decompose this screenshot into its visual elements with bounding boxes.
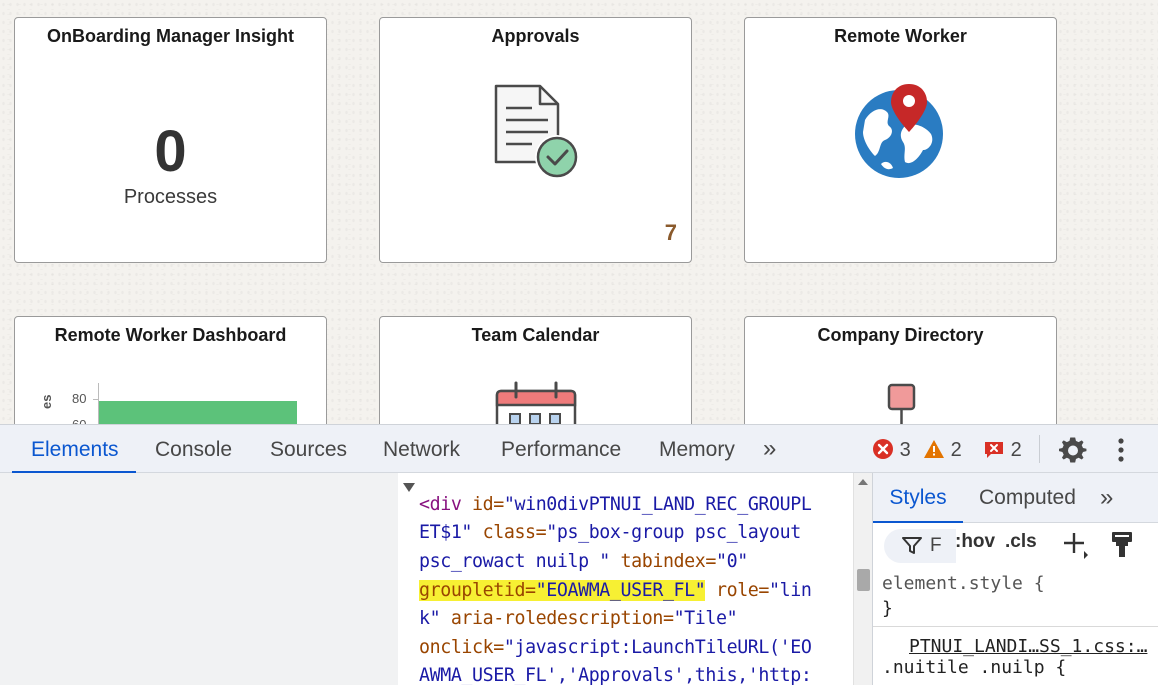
dom-node-line[interactable]: onclick="javascript:LaunchTileURL('EO bbox=[419, 637, 812, 658]
gear-icon[interactable] bbox=[1059, 436, 1087, 464]
tile-title: Remote Worker Dashboard bbox=[54, 325, 287, 345]
error-count-button[interactable]: 3 bbox=[872, 438, 911, 462]
tile-company-directory[interactable]: Company Directory bbox=[744, 316, 1057, 424]
filter-placeholder: F bbox=[930, 535, 942, 556]
styles-toolbar: F :hov .cls bbox=[873, 523, 1158, 567]
class-toggle[interactable]: .cls bbox=[1005, 531, 1037, 552]
tile-remote-worker[interactable]: Remote Worker bbox=[744, 17, 1057, 263]
tile-team-calendar[interactable]: Team Calendar bbox=[379, 316, 692, 424]
scroll-up-arrow-icon[interactable] bbox=[858, 479, 868, 485]
highlighted-attribute: groupletid="EOAWMA_USER_FL" bbox=[419, 580, 706, 601]
dom-node-line[interactable]: psc_rowact nuilp " tabindex="0" bbox=[419, 551, 748, 572]
issues-count: 2 bbox=[1010, 439, 1022, 461]
active-tab-indicator bbox=[12, 471, 136, 473]
process-label: Processes bbox=[123, 186, 218, 208]
chart-bar bbox=[99, 401, 297, 424]
devtools-tab-bar: Elements Console Sources Network Perform… bbox=[0, 425, 1158, 473]
tile-title: Remote Worker bbox=[834, 26, 967, 46]
tab-console[interactable]: Console bbox=[155, 438, 233, 461]
warning-count: 2 bbox=[950, 439, 962, 461]
tab-performance[interactable]: Performance bbox=[501, 438, 622, 461]
document-check-icon bbox=[494, 84, 579, 179]
tile-title: Company Directory bbox=[817, 325, 984, 345]
hover-state-toggle[interactable]: :hov bbox=[955, 531, 996, 552]
styles-tab-bar: Styles Computed » bbox=[873, 473, 1158, 523]
chart-axis bbox=[98, 383, 99, 424]
dom-node-line[interactable]: AWMA_USER_FL','Approvals',this,'http: bbox=[419, 665, 812, 685]
tab-memory[interactable]: Memory bbox=[659, 438, 735, 461]
tab-label: Elements bbox=[31, 438, 119, 461]
vertical-scrollbar[interactable] bbox=[853, 473, 872, 685]
tile-remote-worker-dashboard[interactable]: Remote Worker Dashboard es 80 60 bbox=[14, 316, 327, 424]
tab-label: Styles bbox=[889, 486, 947, 509]
dom-node-line[interactable]: <div id="win0divPTNUI_LAND_REC_GROUPL bbox=[419, 494, 812, 515]
dom-tree[interactable]: <div id="win0divPTNUI_LAND_REC_GROUPL ET… bbox=[398, 473, 853, 685]
axis-tick: 60 bbox=[72, 417, 86, 424]
axis-tick: 80 bbox=[72, 391, 87, 406]
styles-filter-input[interactable]: F bbox=[884, 529, 956, 563]
styles-pane: Styles Computed » F :hov .cls bbox=[872, 473, 1158, 685]
globe-pin-icon bbox=[855, 84, 943, 178]
warning-count-button[interactable]: 2 bbox=[923, 438, 962, 462]
issue-icon bbox=[985, 442, 1003, 458]
paint-brush-icon[interactable] bbox=[1109, 529, 1135, 559]
style-rule[interactable]: PTNUI_LANDI…SS_1.css:… .nuitile .nuilp { bbox=[873, 628, 1158, 685]
rule-selector: .nuitile .nuilp { bbox=[882, 657, 1067, 678]
error-icon bbox=[873, 439, 893, 459]
toolbar-divider bbox=[1039, 435, 1040, 463]
tile-title: Team Calendar bbox=[471, 325, 600, 345]
more-options-icon[interactable] bbox=[1114, 436, 1128, 464]
rule-selector: element.style { bbox=[882, 573, 1045, 594]
dom-node-line[interactable]: ET$1" class="ps_box-group psc_layout bbox=[419, 522, 801, 543]
tile-approvals[interactable]: Approvals 7 bbox=[379, 17, 692, 263]
org-chart-icon bbox=[887, 383, 916, 424]
tile-onboarding-manager-insight[interactable]: OnBoarding Manager Insight 0 Processes bbox=[14, 17, 327, 263]
rule-close-brace: } bbox=[882, 598, 893, 619]
active-tab-indicator bbox=[873, 521, 963, 523]
error-count: 3 bbox=[899, 439, 911, 461]
dom-tree-gutter bbox=[0, 473, 398, 685]
new-style-rule-icon[interactable] bbox=[1060, 529, 1090, 559]
warning-icon bbox=[924, 440, 944, 458]
process-count: 0 bbox=[154, 119, 187, 184]
chart-tick-line bbox=[93, 399, 99, 400]
calendar-icon bbox=[495, 381, 577, 424]
expand-triangle-icon[interactable] bbox=[403, 483, 415, 492]
scrollbar-thumb[interactable] bbox=[857, 569, 870, 591]
tab-sources[interactable]: Sources bbox=[270, 438, 348, 461]
more-tabs-button[interactable]: » bbox=[763, 435, 777, 462]
tab-network[interactable]: Network bbox=[383, 438, 461, 461]
tab-styles[interactable]: Styles bbox=[873, 473, 963, 523]
tab-elements[interactable]: Elements bbox=[12, 425, 136, 473]
dom-node-line[interactable]: groupletid="EOAWMA_USER_FL" role="lin bbox=[419, 580, 812, 601]
dom-node-line[interactable]: k" aria-roledescription="Tile" bbox=[419, 608, 738, 629]
devtools-panel: Elements Console Sources Network Perform… bbox=[0, 424, 1158, 685]
tile-title: Approvals bbox=[491, 26, 580, 46]
approvals-count-badge: 7 bbox=[664, 220, 677, 245]
issues-count-button[interactable]: 2 bbox=[983, 438, 1022, 462]
tile-title: OnBoarding Manager Insight bbox=[46, 26, 294, 46]
more-sidebar-tabs-button[interactable]: » bbox=[1100, 484, 1114, 511]
rule-source-link[interactable]: PTNUI_LANDI…SS_1.css:… bbox=[909, 636, 1148, 657]
tab-computed[interactable]: Computed bbox=[979, 486, 1076, 509]
tile-grid: OnBoarding Manager Insight 0 Processes A… bbox=[0, 0, 1158, 424]
element-style-rule[interactable]: element.style { } bbox=[873, 567, 1158, 627]
axis-label: es bbox=[39, 394, 54, 409]
filter-icon bbox=[902, 537, 922, 554]
